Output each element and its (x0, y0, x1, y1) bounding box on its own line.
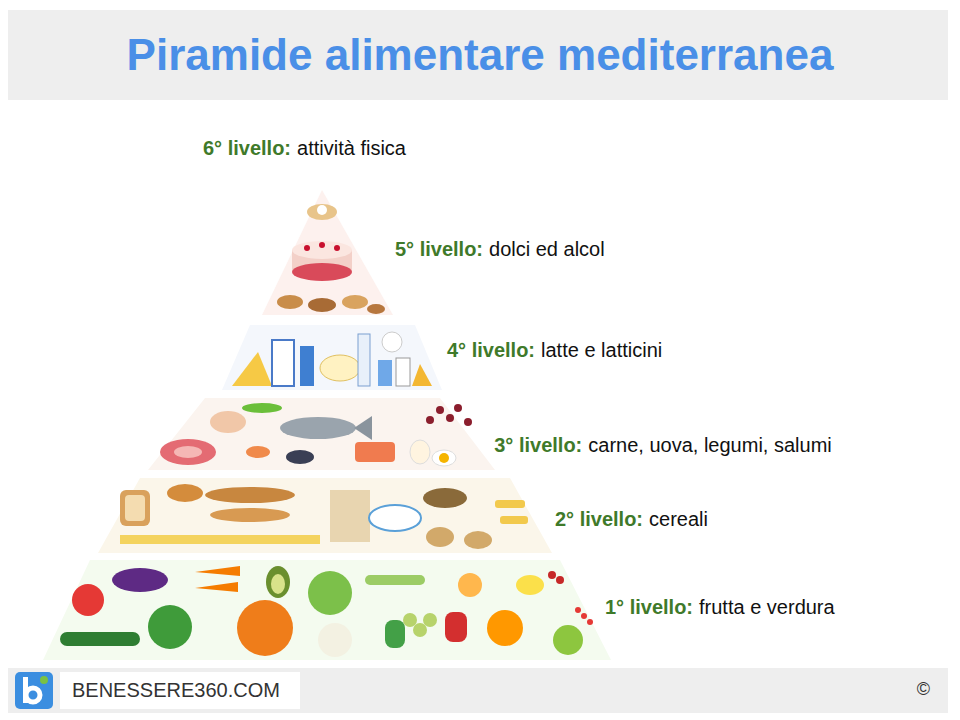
pyramid-band: 1° livello:frutta e verdura (43, 560, 611, 660)
level-label: 6° livello: attività fisica (203, 134, 406, 163)
level-number: 1° livello: (605, 596, 693, 618)
level-label: 4° livello: latte e latticini (447, 336, 662, 365)
level-number: 3° livello: (494, 434, 582, 456)
level-number: 4° livello: (447, 339, 535, 361)
level-foods: dolci ed alcol (489, 238, 605, 260)
level-foods: carne, uova, legumi, salumi (588, 434, 831, 456)
level-number: 6° livello: (203, 137, 291, 159)
level-label: 5° livello: dolci ed alcol (395, 235, 605, 264)
pyramid-band: 3° livello:carne, uova, legumi, salumi (148, 398, 495, 470)
copyright-mark: © (917, 679, 930, 701)
level-foods: cereali (649, 508, 708, 530)
pyramid-band: 5° livello:dolci ed alcol (262, 190, 394, 315)
level-foods: latte e latticini (541, 339, 662, 361)
level-number: 5° livello: (395, 238, 483, 260)
title-text: Piramide alimentare mediterranea (127, 31, 834, 79)
level-label: 3° livello: carne, uova, legumi, salumi (493, 431, 833, 460)
level-foods: frutta e verdura (699, 596, 835, 618)
pyramid-band: 4° livello:latte e latticini (222, 325, 442, 390)
level-number: 2° livello: (555, 508, 643, 530)
level-label: 1° livello: frutta e verdura (605, 593, 835, 622)
pyramid-band: 2° livello:cereali (98, 478, 552, 553)
level-foods: attività fisica (297, 137, 406, 159)
site-name: BENESSERE360.COM (72, 678, 280, 702)
level-label: 2° livello: cereali (555, 505, 708, 534)
